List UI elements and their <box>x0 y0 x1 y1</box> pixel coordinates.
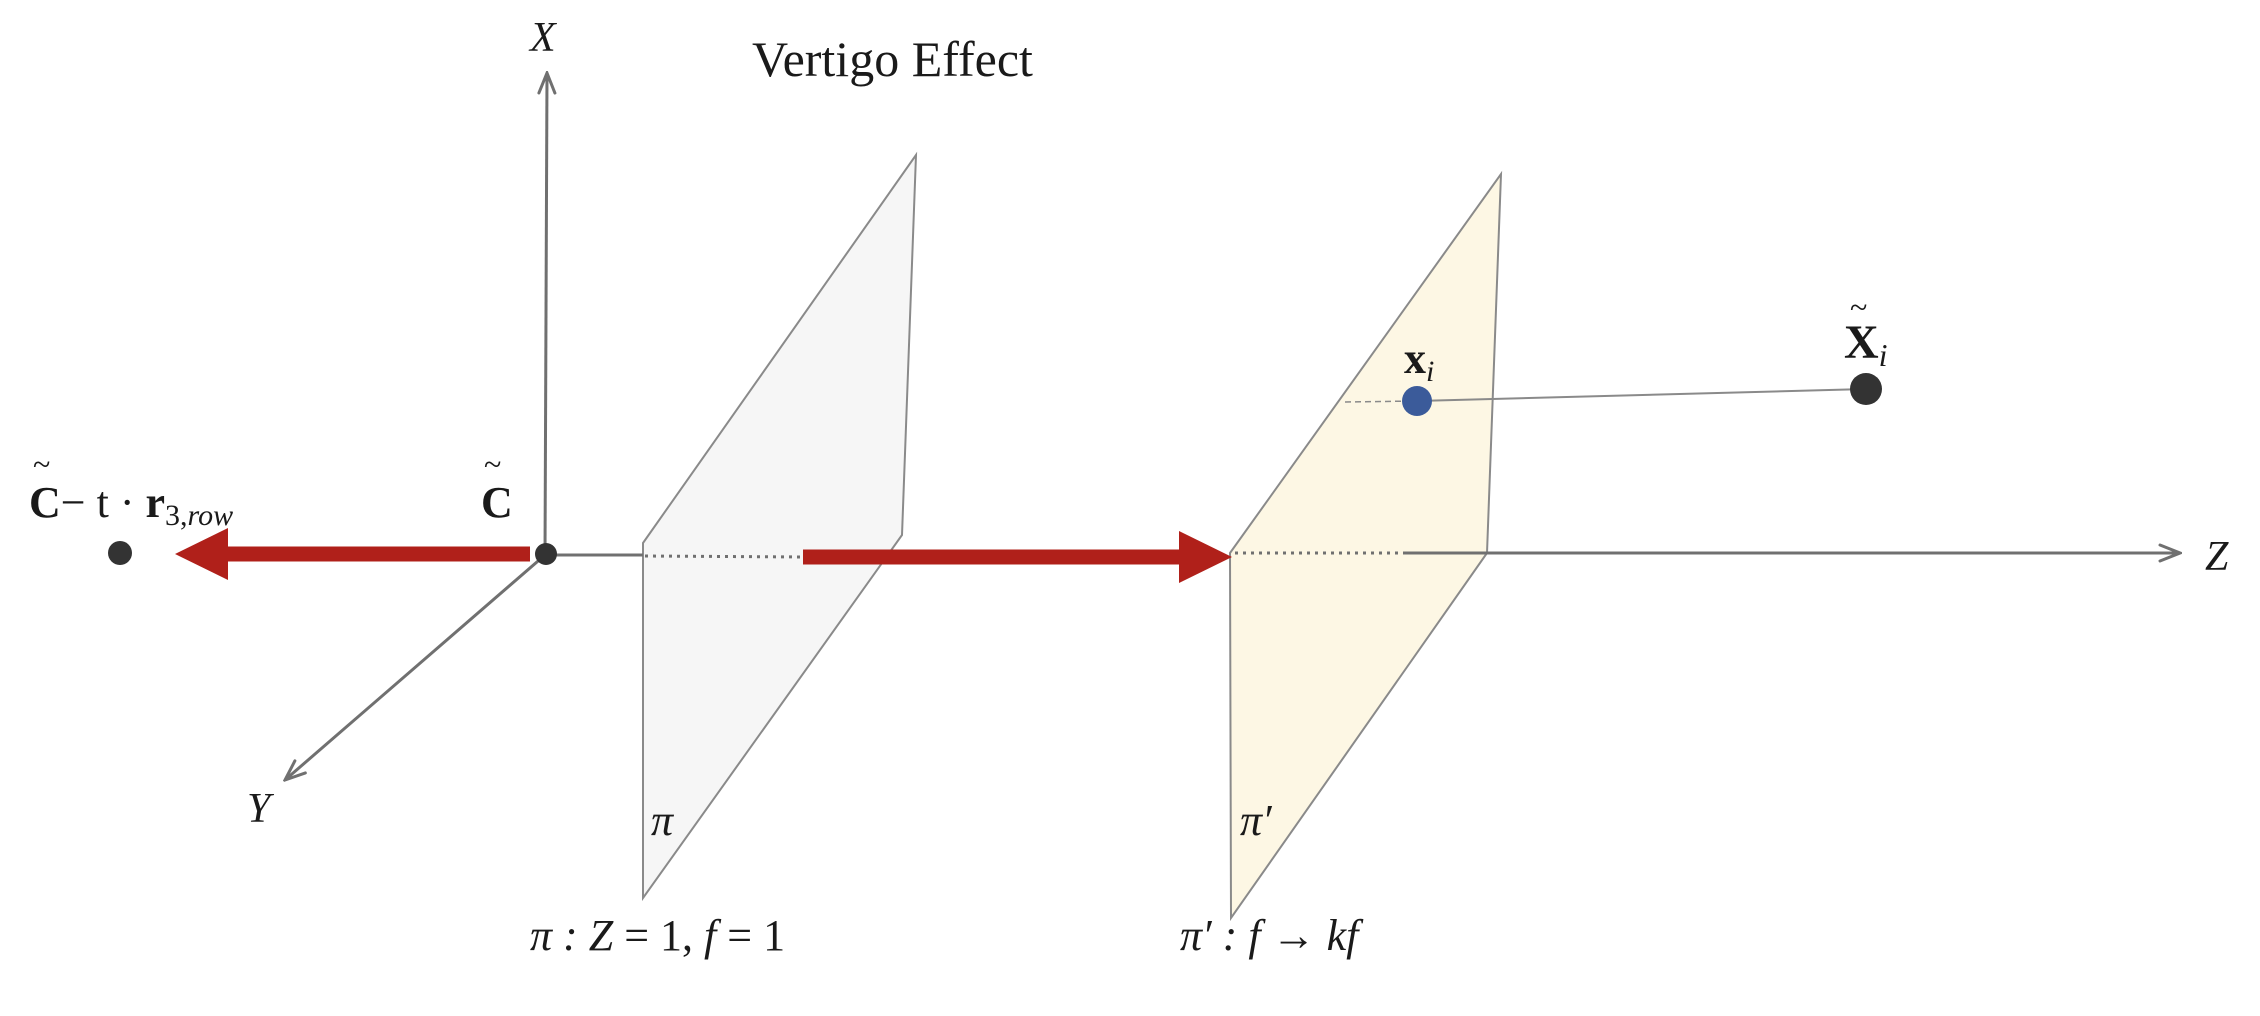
shifted-camera-point <box>108 541 132 565</box>
tilde-accent: ~ <box>1850 289 1867 325</box>
x-axis-label: X <box>528 15 558 61</box>
plane-pi-caption: π : Z = 1, f = 1 <box>530 911 785 960</box>
world-point-label: ~ Xi <box>1844 289 1888 373</box>
z-axis-dotted-pi <box>644 554 804 559</box>
plane-pi-prime-symbol: π′ <box>1240 796 1273 845</box>
camera-center-label: ~ C <box>481 446 513 527</box>
world-point <box>1850 373 1882 405</box>
plane-pi-symbol: π <box>651 796 675 845</box>
svg-text:C: C <box>481 478 513 527</box>
plane-pi-prime-caption: π′ : f → kf <box>1180 911 1364 960</box>
image-point-label: xi <box>1404 334 1434 388</box>
shifted-camera-label: ~ C− t · r3,row <box>29 446 233 532</box>
y-axis-label: Y <box>247 786 275 832</box>
arrow-forward-head <box>1179 531 1232 583</box>
tilde-accent: ~ <box>484 446 501 482</box>
diagram-title: Vertigo Effect <box>752 31 1033 87</box>
projection-ray <box>1416 388 1867 402</box>
svg-text:C− t · r3,row: C− t · r3,row <box>29 478 233 532</box>
svg-text:Xi: Xi <box>1844 316 1888 373</box>
y-axis <box>285 553 546 780</box>
plane-pi <box>642 151 918 902</box>
z-axis-label: Z <box>2205 534 2229 580</box>
tilde-accent: ~ <box>33 446 50 482</box>
arrow-backward-head <box>175 528 228 580</box>
image-point <box>1402 386 1432 416</box>
camera-center-point <box>535 543 557 565</box>
x-axis <box>545 73 547 556</box>
